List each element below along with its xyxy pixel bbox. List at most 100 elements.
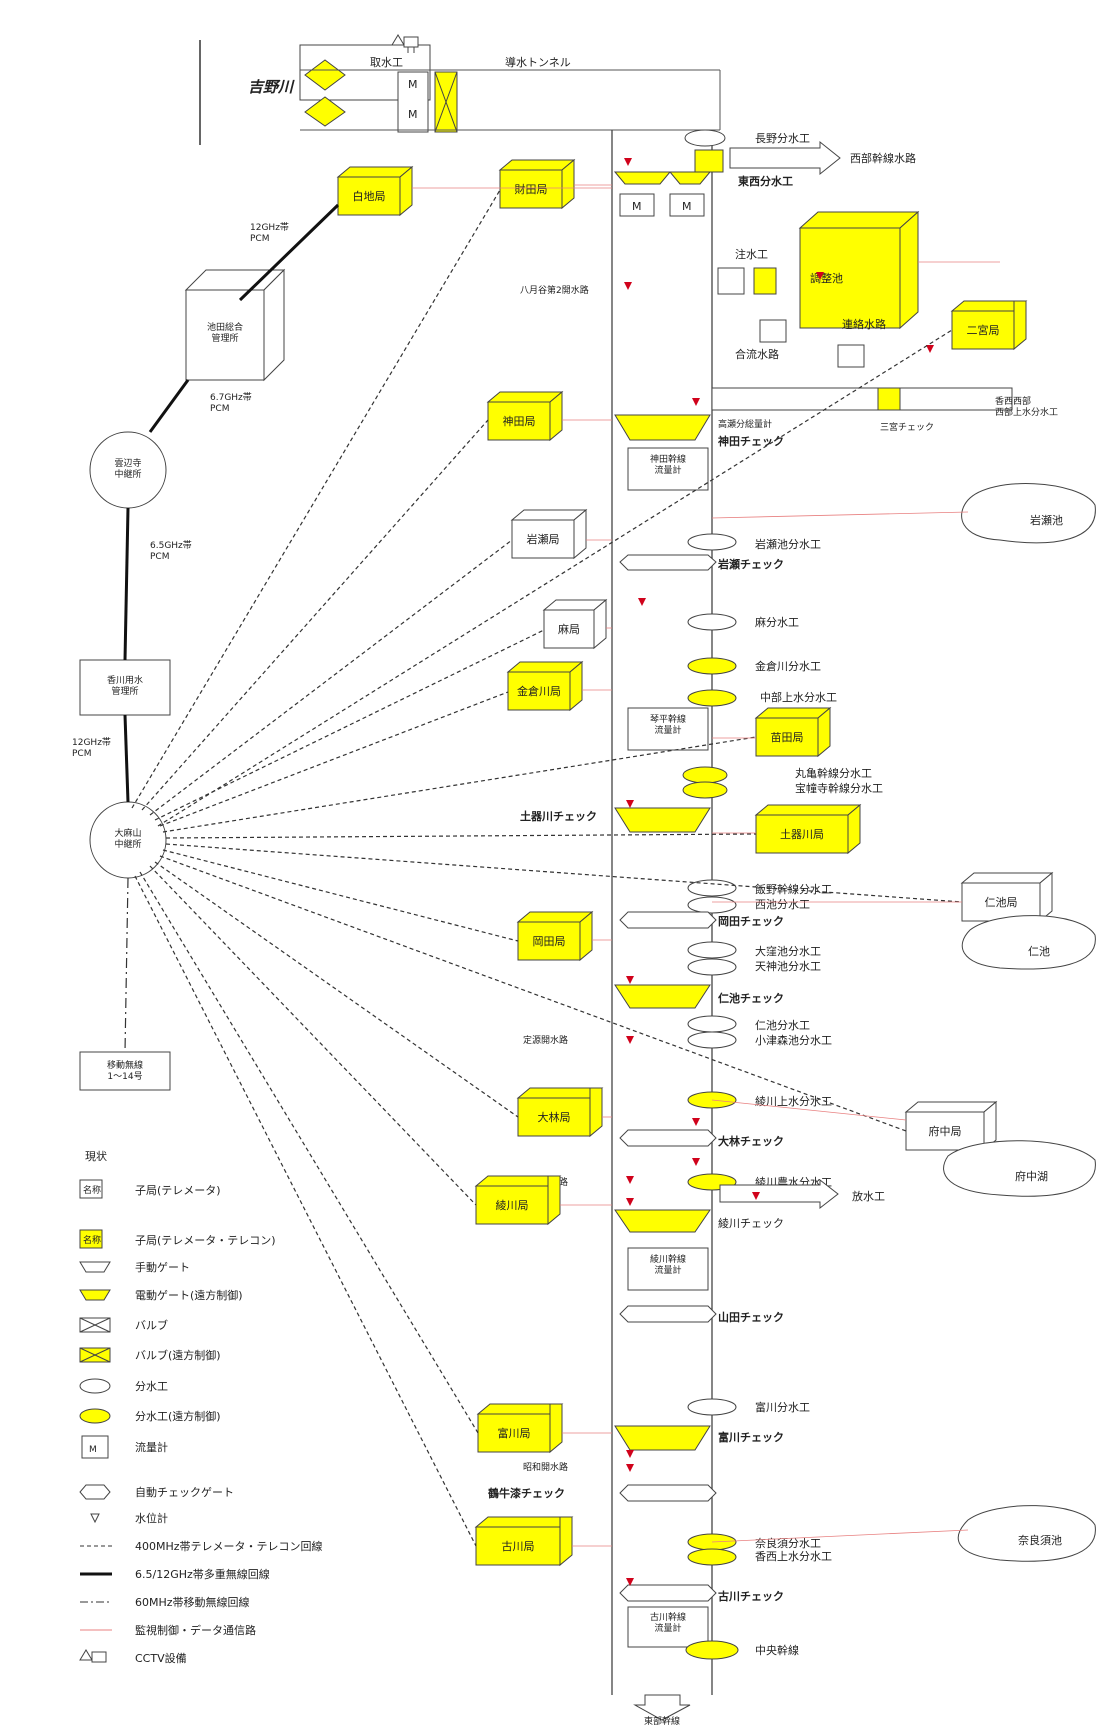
oasayama-relay[interactable]: 大麻山中継所 <box>89 801 167 879</box>
kotohira-flowmeter-label: 琴平幹線流量計 <box>650 713 686 736</box>
intake-flowmeter-m2: M <box>408 108 418 121</box>
connection-channel-label: 連絡水路 <box>842 317 886 331</box>
telemetry-links <box>131 189 963 1547</box>
legend: 名称 子局(テレメータ) 名称 子局(テレメータ・テレコン) 手動ゲート 電動ゲ… <box>79 1179 323 1665</box>
station-okada[interactable]: 岡田局 <box>516 910 594 962</box>
station-ninomiya[interactable]: 二宮局 <box>950 300 1028 351</box>
station-furukawa[interactable]: 古川局 <box>474 1516 574 1567</box>
level-triangles <box>624 158 934 1586</box>
tozai-m1 <box>619 193 655 217</box>
confluence-channel-label: 合流水路 <box>735 347 779 361</box>
yamada-check-gate <box>619 1305 717 1323</box>
link-shirachi-ikeda <box>238 203 340 302</box>
reservoir-valve <box>753 267 777 295</box>
intake-structure <box>299 44 431 101</box>
east-end-arrow <box>633 1694 691 1721</box>
okubo-label: 大窪池分水工 <box>755 944 821 958</box>
svg-text:雲辺寺中継所: 雲辺寺中継所 <box>114 458 141 480</box>
svg-text:水位計: 水位計 <box>135 1511 168 1525</box>
ayagawa-check-gate <box>614 1209 711 1233</box>
svg-text:神田局: 神田局 <box>503 414 536 428</box>
legend-icon-manual-gate <box>79 1261 111 1273</box>
link-kagawa-oasayama <box>123 714 130 803</box>
kagawa-office[interactable]: 香川用水管理所 <box>79 659 171 716</box>
svg-text:財田局: 財田局 <box>515 182 548 196</box>
chuo-division <box>685 1640 739 1660</box>
svg-text:バルブ(遠方制御): バルブ(遠方制御) <box>135 1348 221 1362</box>
svg-text:仁池: 仁池 <box>1028 945 1050 958</box>
yamada-check-label: 山田チェック <box>718 1310 784 1324</box>
furukawa-check-label: 古川チェック <box>718 1589 784 1603</box>
kozai-division <box>687 1548 737 1566</box>
svg-text:富川局: 富川局 <box>498 1426 531 1440</box>
tozai-gate-2 <box>668 171 712 185</box>
svg-text:二宮局: 二宮局 <box>967 323 1000 337</box>
station-obayashi[interactable]: 大林局 <box>516 1087 604 1138</box>
station-ayagawa[interactable]: 綾川局 <box>474 1175 562 1226</box>
nishiike-division <box>687 896 737 914</box>
okubo-division <box>687 941 737 959</box>
kotohira-flowmeter <box>627 707 709 751</box>
station-shirachi[interactable]: 白地局 <box>336 165 414 217</box>
marugame-label: 丸亀幹線分水工 <box>795 766 872 780</box>
svg-text:名称: 名称 <box>83 1184 101 1196</box>
iwase-division-label: 岩瀬池分水工 <box>755 537 821 551</box>
svg-text:バルブ: バルブ <box>135 1318 168 1332</box>
ozumori-label: 小津森池分水工 <box>755 1033 832 1047</box>
release-label: 放水工 <box>852 1189 885 1203</box>
kanda-flowmeter <box>627 447 709 491</box>
station-iwase[interactable]: 岩瀬局 <box>510 508 588 560</box>
river-label: 吉野川 <box>248 78 295 96</box>
station-dokigawa[interactable]: 土器川局 <box>754 803 862 855</box>
unpenji-relay[interactable]: 雲辺寺中継所 <box>89 431 167 509</box>
tozai-flowmeter <box>694 149 724 173</box>
svg-text:監視制御・データ通信路: 監視制御・データ通信路 <box>135 1623 256 1637</box>
tomikawa-division-label: 富川分水工 <box>755 1400 810 1414</box>
svg-text:岩瀬局: 岩瀬局 <box>527 532 560 546</box>
station-kanakura[interactable]: 金倉川局 <box>506 660 584 712</box>
iino-label: 飯野幹線分水工 <box>755 882 832 896</box>
svg-text:岩瀬池: 岩瀬池 <box>1030 513 1063 527</box>
legend-icon-flowmeter <box>81 1435 109 1459</box>
svg-text:池田総合管理所: 池田総合管理所 <box>207 321 243 344</box>
okada-check-gate <box>619 911 717 929</box>
intake-gate-2 <box>304 96 346 127</box>
pond-fuchu: 府中湖 <box>943 1140 1096 1197</box>
ayagawa-flowmeter-label: 綾川幹線流量計 <box>650 1253 686 1276</box>
nii-division-label: 仁池分水工 <box>755 1019 810 1032</box>
station-fuchu[interactable]: 府中局 <box>904 1100 998 1152</box>
hachigatsu-label: 八月谷第2開水路 <box>520 284 589 296</box>
western-canal-label: 西部幹線水路 <box>850 151 916 165</box>
legend-icon-cctv <box>79 1649 107 1663</box>
intake-label: 取水工 <box>370 56 403 69</box>
chubu-division-label: 中部上水分水工 <box>760 690 837 704</box>
chubu-division <box>687 689 737 707</box>
tomikawa-division <box>687 1398 737 1416</box>
okada-check-label: 岡田チェック <box>718 915 784 928</box>
station-zaita[interactable]: 財田局 <box>498 158 576 210</box>
pond-iwase: 岩瀬池 <box>961 483 1096 544</box>
legend-icon-level <box>90 1513 100 1524</box>
legend-icon-auto-check <box>79 1484 111 1500</box>
legend-title: 現状 <box>85 1149 107 1163</box>
station-naeda[interactable]: 苗田局 <box>754 706 832 758</box>
svg-text:6.5/12GHz帯多重無線回線: 6.5/12GHz帯多重無線回線 <box>135 1567 270 1581</box>
station-asa[interactable]: 麻局 <box>542 598 608 650</box>
reservoir-m3 <box>837 344 865 368</box>
station-nii[interactable]: 仁池局 <box>960 871 1054 923</box>
station-kanda[interactable]: 神田局 <box>486 390 564 442</box>
nii-check-label: 仁池チェック <box>718 991 784 1005</box>
svg-text:400MHz帯テレメータ・テレコン回線: 400MHz帯テレメータ・テレコン回線 <box>135 1539 323 1553</box>
ikeda-office[interactable]: 池田総合管理所 <box>184 268 286 382</box>
legend-icon-division <box>79 1378 111 1394</box>
iino-division <box>687 879 737 897</box>
svg-text:子局(テレメータ・テレコン): 子局(テレメータ・テレコン) <box>135 1234 276 1247</box>
station-tomikawa[interactable]: 富川局 <box>476 1403 564 1454</box>
svg-text:苗田局: 苗田局 <box>771 731 804 744</box>
svg-text:府中局: 府中局 <box>929 1124 962 1138</box>
kanda-check-label: 神田チェック <box>718 434 784 448</box>
